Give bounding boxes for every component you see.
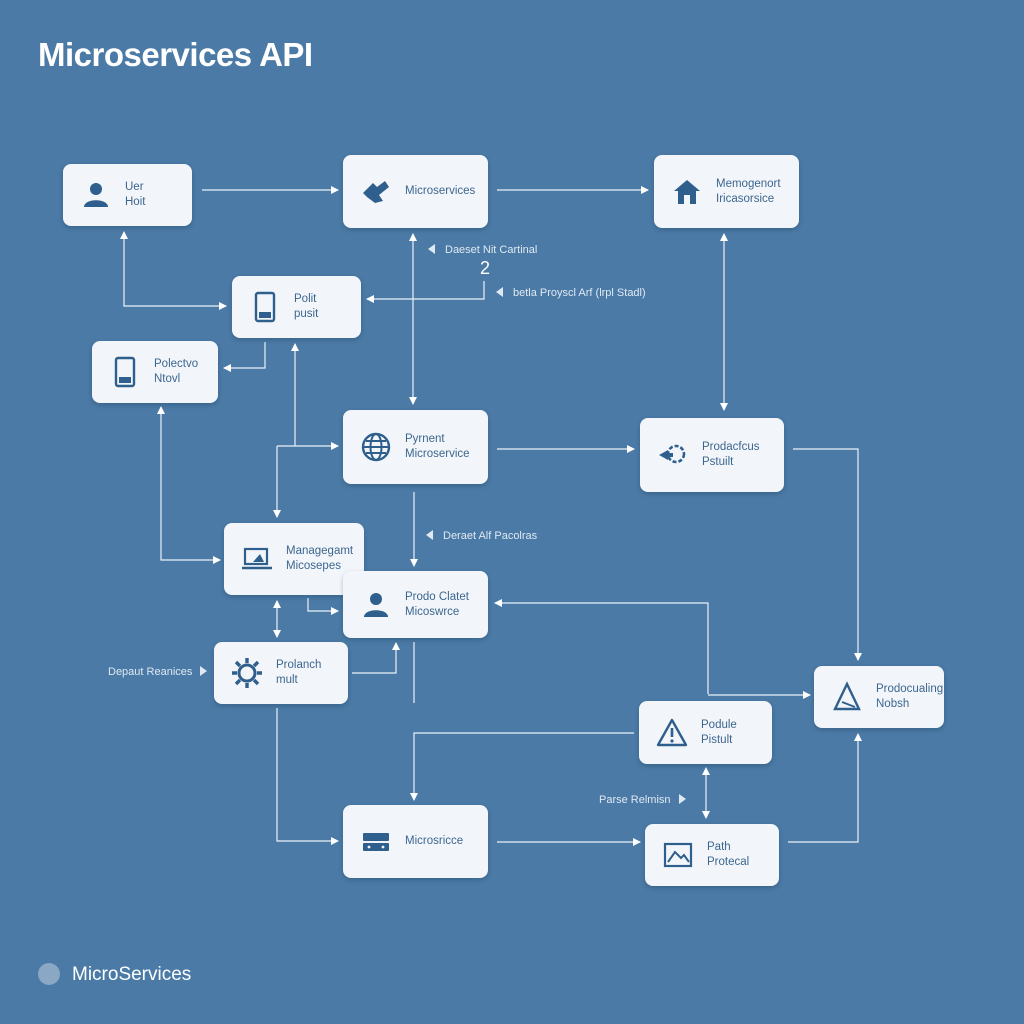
- annotation-text: Deraet Alf Pacolras: [443, 530, 538, 542]
- node-microservice-bottom[interactable]: Microsricce: [343, 805, 488, 878]
- node-label-line2: Pistult: [701, 733, 733, 746]
- pointer-icon: [200, 666, 208, 676]
- laptop-icon: [242, 547, 272, 570]
- node-label-line2: Iricasorsice: [716, 192, 775, 205]
- node-label-line1: Podule: [701, 718, 737, 731]
- annotation-dataset-ml-central: Daeset Nit Cartinal: [428, 244, 537, 256]
- footer-label: MicroServices: [72, 964, 192, 985]
- triangle-icon: [833, 681, 861, 711]
- mobile-device-icon: [114, 356, 136, 388]
- node-prolanch-mult[interactable]: Prolanch mult: [214, 642, 348, 704]
- annotation-text: betla Proyscl Arf (lrpl Stadl): [513, 287, 646, 299]
- node-label-line1: Path: [707, 841, 731, 853]
- node-label-line1: Polectvo: [154, 358, 199, 370]
- node-label-line2: Protecal: [707, 856, 750, 868]
- annotation-parse-relmisin: Parse Relmisn: [599, 794, 686, 806]
- node-label-line2: Micoswrce: [405, 605, 460, 618]
- node-label-line1: Pyrnent: [405, 433, 445, 445]
- mobile-device-icon: [254, 291, 276, 323]
- annotation-number: 2: [480, 258, 491, 278]
- node-label-line1: Microservices: [405, 185, 476, 197]
- node-label-line2: Ntovl: [154, 373, 181, 385]
- house-icon: [674, 179, 700, 204]
- pointer-icon: [428, 244, 435, 254]
- node-label-line1: Uer: [125, 181, 144, 193]
- node-label-line1: Prolanch: [276, 659, 322, 671]
- node-label-line1: Prodocualing: [876, 683, 944, 695]
- node-label-line2: Pstuilt: [702, 456, 734, 468]
- node-polit-pusit[interactable]: Polit pusit: [232, 276, 361, 338]
- edge-prolanch-productclient: [352, 642, 400, 674]
- edge-polectvo-managementmid: [157, 406, 221, 564]
- node-label-line2: Hoit: [125, 196, 146, 208]
- diagram-title: Microservices API: [38, 36, 313, 73]
- edge-productus-producing: [793, 448, 862, 661]
- edge-producing-productclient: [494, 599, 709, 694]
- node-label-line1: Memogenort: [716, 177, 781, 190]
- user-icon: [364, 592, 388, 617]
- node-label-line2: Microservice: [405, 448, 470, 460]
- node-label-line2: mult: [276, 674, 298, 686]
- node-label-line1: Polit: [294, 293, 317, 305]
- node-microservices-top[interactable]: Microservices: [343, 155, 488, 228]
- edge-prolanch-microservicebottom: [276, 708, 339, 845]
- node-label-line1: Managegamt: [286, 545, 354, 557]
- gear-icon: [232, 658, 262, 688]
- edge-polit-polectvo: [223, 342, 266, 372]
- edge-podule-microservicebottom: [410, 732, 634, 801]
- pointer-icon: [678, 794, 686, 804]
- footer-dot-icon: [38, 963, 60, 985]
- annotation-default-resources: Depaut Reanices: [108, 666, 208, 678]
- edge-note-to-polit: [366, 281, 485, 303]
- pointer-icon: [426, 530, 433, 540]
- annotation-dataset-api: Deraet Alf Pacolras: [426, 530, 537, 542]
- node-label-line2: Nobsh: [876, 698, 910, 710]
- node-label-line1: Prodo Clatet: [405, 590, 469, 603]
- user-icon: [84, 183, 108, 207]
- globe-icon: [361, 432, 391, 462]
- pointer-icon: [496, 287, 503, 297]
- gear-arrow-icon: [659, 444, 686, 464]
- edge-user-polit: [120, 231, 227, 310]
- annotation-text: Depaut Reanices: [108, 666, 193, 678]
- node-label-line2: pusit: [294, 308, 319, 320]
- hand-arrow-icon: [363, 180, 389, 203]
- server-icon: [363, 832, 389, 851]
- edge-path-producing: [788, 733, 862, 843]
- annotation-text: Parse Relmisn: [599, 794, 671, 806]
- node-label-line1: Microsricce: [405, 835, 464, 847]
- warning-icon: [656, 718, 688, 746]
- node-label-line2: Micosepes: [286, 560, 341, 572]
- annotation-data-proyect: betla Proyscl Arf (lrpl Stadl): [496, 287, 646, 299]
- annotation-text: Daeset Nit Cartinal: [445, 244, 538, 256]
- node-label-line1: Prodacfcus: [702, 441, 760, 453]
- edge-managementmid-productclient: [307, 598, 339, 615]
- image-frame-icon: [663, 842, 693, 868]
